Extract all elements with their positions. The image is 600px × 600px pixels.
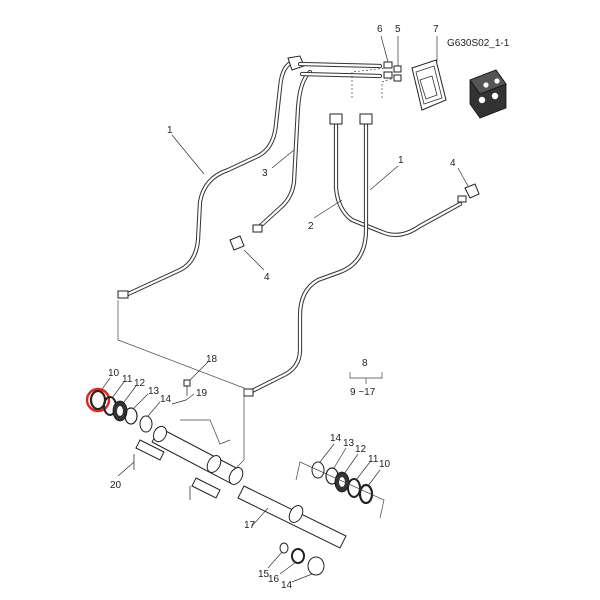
valve-block[interactable] <box>469 69 507 119</box>
cylinder-mount-right[interactable] <box>189 477 221 500</box>
callout-11-left: 11 <box>122 374 133 385</box>
part-13-ring-left[interactable] <box>124 393 149 425</box>
part-5-fitting[interactable] <box>393 36 402 82</box>
diagram-code: G630S02_1-1 <box>447 38 510 49</box>
hose-1-left[interactable] <box>117 55 305 299</box>
highlight-ring <box>85 387 111 413</box>
hose-top-links <box>297 61 383 79</box>
kit-bracket-8 <box>349 372 383 384</box>
callout-4-right: 4 <box>450 158 456 169</box>
callout-10-right: 10 <box>379 459 391 470</box>
callout-17: 17 <box>244 520 256 531</box>
part-17-rod[interactable] <box>237 485 347 549</box>
callout-14-bottom: 14 <box>281 580 293 591</box>
part-15-seal-bottom[interactable] <box>267 542 289 569</box>
part-18-bolt[interactable] <box>183 361 209 396</box>
part-14-oring-bottom[interactable] <box>291 556 325 583</box>
part-14-oring-right[interactable] <box>311 443 335 479</box>
callout-5: 5 <box>395 24 401 35</box>
part-4-elbow-right[interactable] <box>457 167 480 203</box>
callout-8: 8 <box>362 358 368 369</box>
part-20-mount-bolt[interactable] <box>117 461 135 477</box>
cylinder-body[interactable] <box>151 424 246 487</box>
hose-3[interactable] <box>252 69 313 233</box>
hose-2[interactable] <box>313 113 463 238</box>
callout-14-right: 14 <box>330 433 342 444</box>
part-14-oring-left[interactable] <box>139 401 161 433</box>
callout-11-right: 11 <box>368 454 379 465</box>
part-10-seal-right[interactable] <box>358 469 381 505</box>
callout-18: 18 <box>206 354 218 365</box>
callout-2: 2 <box>308 221 314 232</box>
callout-19: 19 <box>196 388 208 399</box>
callout-16: 16 <box>268 574 280 585</box>
callout-8-range: 9 ~17 <box>350 387 376 398</box>
callout-1-left: 1 <box>167 125 173 136</box>
callout-10-left: 10 <box>108 368 120 379</box>
callout-4-left: 4 <box>264 272 270 283</box>
callout-3: 3 <box>262 168 268 179</box>
hose-1-right[interactable] <box>243 113 399 397</box>
part-11-seal-right[interactable] <box>347 461 371 498</box>
part-19-pin[interactable] <box>171 393 195 405</box>
callout-13-right: 13 <box>343 438 355 449</box>
callout-13-left: 13 <box>148 386 160 397</box>
callout-1-right: 1 <box>398 155 404 166</box>
part-16-seal-bottom[interactable] <box>279 548 305 575</box>
callout-12-right: 12 <box>355 444 367 455</box>
callout-20: 20 <box>110 480 122 491</box>
part-7-cover[interactable] <box>411 36 447 111</box>
callout-15: 15 <box>258 569 270 580</box>
part-12-gland-left[interactable] <box>112 385 137 422</box>
callout-7: 7 <box>433 24 439 35</box>
part-6-fitting[interactable] <box>380 35 393 79</box>
callout-6: 6 <box>377 24 383 35</box>
callout-12-left: 12 <box>134 378 146 389</box>
part-4-elbow-left[interactable] <box>229 235 265 271</box>
callout-14-left: 14 <box>160 394 172 405</box>
